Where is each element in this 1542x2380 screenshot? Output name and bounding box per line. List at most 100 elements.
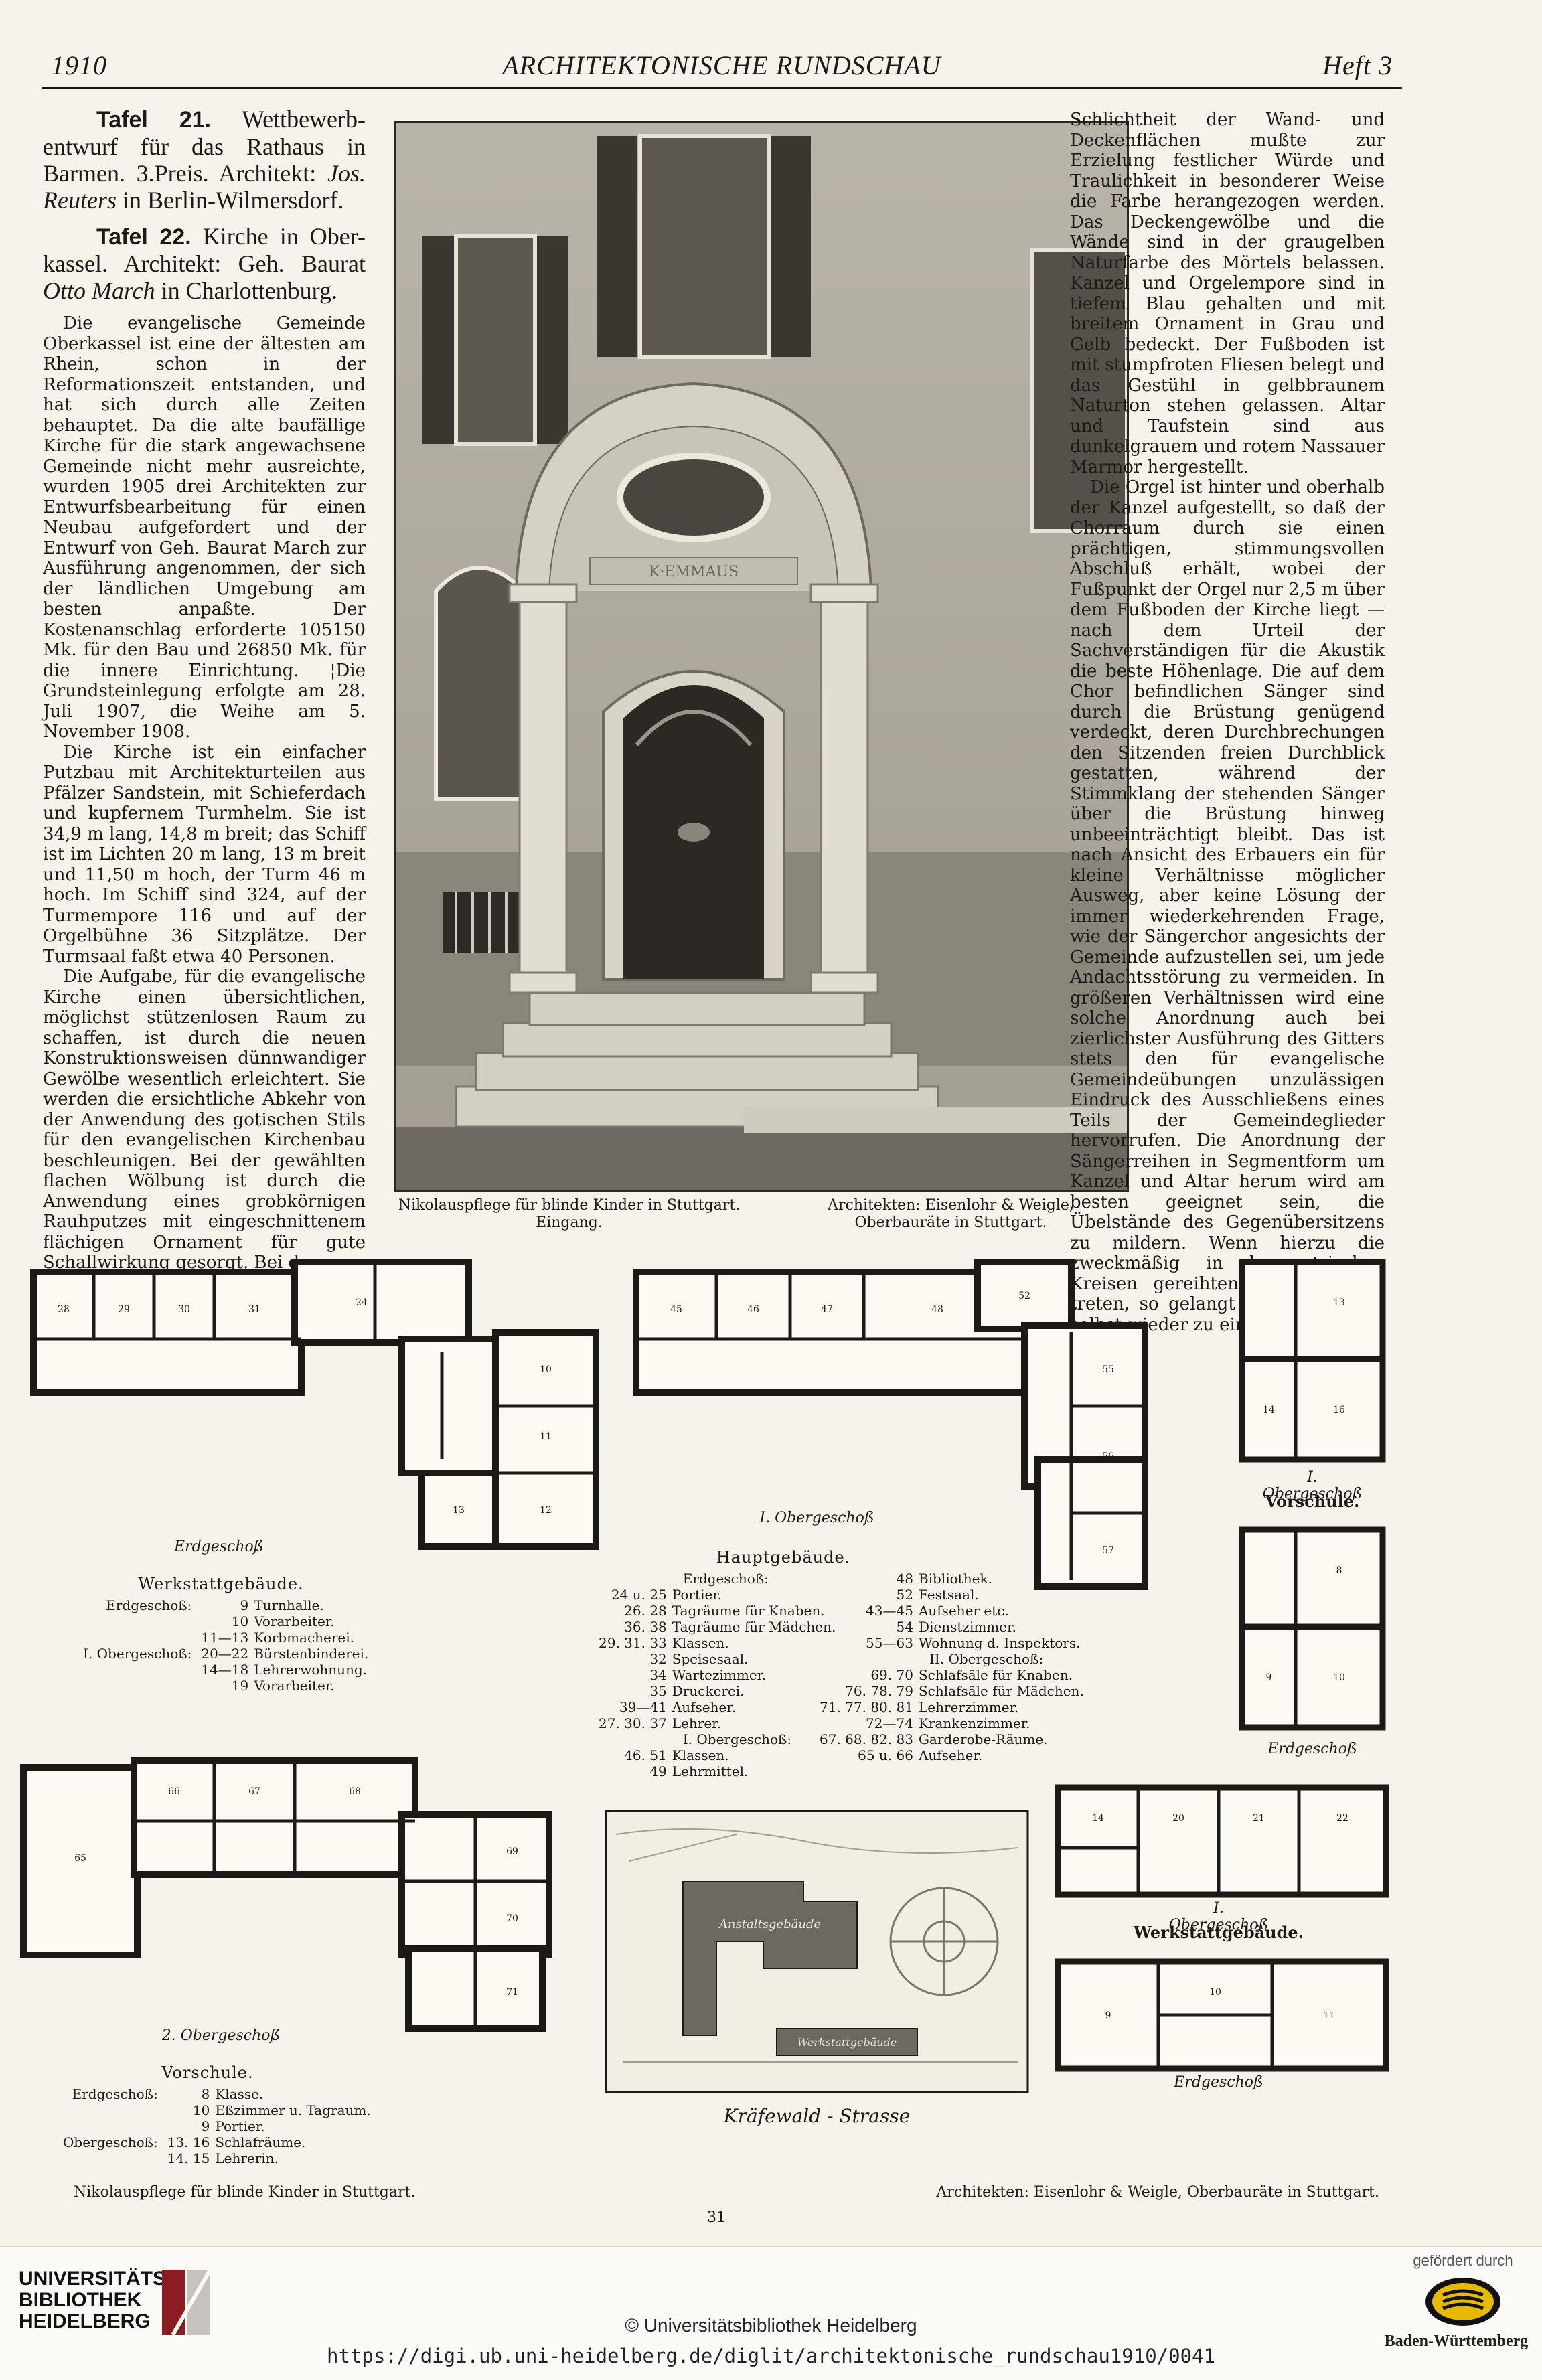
svg-text:10: 10 (1333, 1672, 1345, 1683)
svg-text:9: 9 (1105, 2010, 1111, 2021)
svg-text:68: 68 (349, 1786, 361, 1797)
svg-text:14: 14 (1263, 1405, 1275, 1415)
svg-text:48: 48 (931, 1304, 943, 1315)
svg-text:12: 12 (540, 1505, 552, 1516)
legend-row: Erdgeschoß: (682, 1571, 769, 1587)
site-label-street: Kräfewald - Strasse (723, 2105, 911, 2127)
svg-text:55: 55 (1102, 1364, 1114, 1375)
svg-text:67: 67 (248, 1786, 260, 1797)
legend-row: I. Obergeschoß: (682, 1731, 792, 1747)
svg-text:11: 11 (1323, 2010, 1335, 2021)
permalink-url[interactable]: https://digi.ub.uni-heidelberg.de/diglit… (327, 2345, 1215, 2367)
svg-text:24: 24 (356, 1297, 368, 1308)
svg-text:69: 69 (506, 1846, 518, 1857)
paragraph: Die Aufgabe, für die evangelische Kirche… (43, 967, 366, 1273)
werkstatt-title-right: Werkstattgebäude. (1133, 1923, 1304, 1942)
svg-text:45: 45 (670, 1304, 682, 1315)
paragraph: Die Kirche ist ein einfacher Putzbau mit… (43, 742, 366, 967)
legend-title-vorschule: Vorschule. (161, 2063, 254, 2082)
paragraph: Die evangelische Gemeinde Oberkassel ist… (43, 313, 366, 742)
tafel-21-entry: Tafel 21. Wettbewerb-entwurf für das Rat… (43, 106, 366, 214)
running-header: 1910 ARCHITEKTONISCHE RUNDSCHAU Heft 3 (42, 47, 1402, 89)
tafel-22-label: Tafel 22. (96, 224, 191, 250)
vorschule-title-right: Vorschule. (1265, 1492, 1360, 1511)
plan-label: 2. Obergeschoß (161, 2027, 281, 2044)
photo-caption-right: Architekten: Eisenlohr & Weigle, Oberbau… (828, 1197, 1074, 1231)
page-number: 31 (707, 2209, 726, 2226)
svg-text:46: 46 (747, 1304, 759, 1315)
svg-text:30: 30 (178, 1304, 190, 1315)
plan-label: I. Obergeschoß (759, 1510, 874, 1526)
digitization-footer: UNIVERSITÄTS- BIBLIOTHEK HEIDELBERG gefö… (0, 2246, 1542, 2380)
tafel-21-label: Tafel 21. (96, 107, 212, 133)
portal-inscription: K·EMMAUS (649, 564, 739, 580)
right-text-column: Schlichtheit der Wand- und Deckenflächen… (1070, 110, 1385, 1335)
svg-text:57: 57 (1102, 1545, 1114, 1556)
header-journal-title: ARCHITEKTONISCHE RUNDSCHAU (502, 50, 941, 80)
sponsor-name: Baden-Württemberg (1384, 2332, 1529, 2350)
left-text-column: Tafel 21. Wettbewerb-entwurf für das Rat… (43, 106, 366, 1273)
svg-text:20: 20 (1172, 1813, 1184, 1824)
svg-text:9: 9 (1266, 1672, 1272, 1683)
svg-text:70: 70 (506, 1913, 518, 1924)
sponsor-label: gefördert durch (1413, 2252, 1513, 2269)
entrance-photograph: K·EMMAUS (394, 121, 1129, 1192)
entrance-illustration: K·EMMAUS (396, 123, 1127, 1190)
plan-label: Erdgeschoß (174, 1538, 264, 1555)
plan-label: I. Obergeschoß (1262, 1469, 1363, 1502)
baden-wuerttemberg-crest-icon (1425, 2278, 1500, 2326)
svg-text:8: 8 (1336, 1565, 1342, 1576)
svg-text:31: 31 (248, 1304, 260, 1315)
svg-text:66: 66 (168, 1786, 180, 1797)
photo-caption-left: Nikolauspflege für blinde Kinder in Stut… (398, 1197, 741, 1231)
svg-text:10: 10 (1209, 1987, 1221, 1998)
svg-text:29: 29 (118, 1304, 130, 1315)
legend-title-hauptgebaeude: Hauptgebäude. (716, 1548, 851, 1567)
svg-text:56: 56 (1102, 1451, 1114, 1462)
plans-caption-left: Nikolauspflege für blinde Kinder in Stut… (74, 2184, 416, 2201)
library-name: UNIVERSITÄTS- BIBLIOTHEK HEIDELBERG (19, 2268, 173, 2332)
svg-text:13: 13 (1333, 1297, 1345, 1308)
svg-text:28: 28 (58, 1304, 70, 1315)
plan-label: Erdgeschoß (1174, 2074, 1263, 2091)
header-issue: Heft 3 (1322, 50, 1393, 80)
tafel-22-entry: Tafel 22. Kirche in Ober-kassel. Archite… (43, 223, 366, 304)
svg-text:22: 22 (1336, 1813, 1348, 1824)
site-plan: Anstaltsgebäude Werkstattgebäude Kräfewa… (605, 1810, 1029, 2127)
svg-text:14: 14 (1092, 1813, 1104, 1824)
legend-title-werkstatt: Werkstattgebäude. (138, 1575, 304, 1593)
floor-plan-vorschule-eg: 8 10 9 (1239, 1526, 1386, 1731)
plan-label: I. Obergeschoß (1168, 1900, 1269, 1933)
